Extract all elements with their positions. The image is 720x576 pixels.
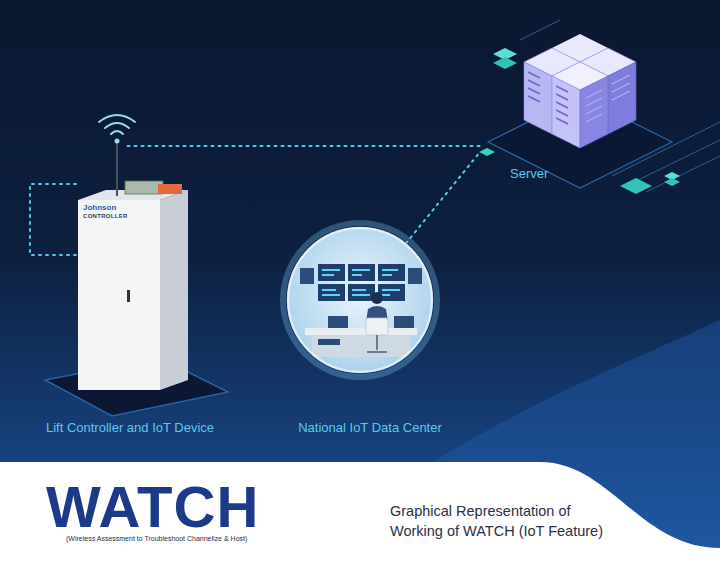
rack-face: [580, 76, 608, 148]
operator-head: [371, 292, 383, 304]
dotted-connector: [128, 145, 481, 147]
teal-tile: [493, 57, 517, 69]
rack-slots: [586, 75, 630, 122]
decor-lines: [520, 20, 720, 192]
antenna: [116, 142, 118, 196]
monitor: [318, 284, 345, 301]
circle-border: [288, 228, 432, 372]
iot-device: [125, 181, 163, 194]
teal-tile: [620, 178, 652, 194]
rack-face: [608, 62, 636, 134]
device-node: Lift Controller and IoT Device: [78, 146, 188, 388]
iot-device-part: [158, 184, 182, 194]
dotted-connector: [406, 152, 480, 243]
datacenter-disc: [287, 227, 433, 373]
dotted-wire: [30, 184, 76, 255]
antenna-tip: [115, 139, 120, 144]
desk-monitor: [328, 316, 348, 328]
monitor: [408, 268, 422, 284]
circle-glow: [283, 223, 437, 377]
chair-base: [367, 335, 387, 352]
node-label: Lift Controller and IoT Device: [20, 420, 240, 436]
node-label: National IoT Data Center: [270, 420, 470, 436]
monitor: [348, 284, 375, 301]
cabinet-side: [160, 190, 188, 390]
desk-top: [305, 328, 417, 335]
chair-back: [366, 318, 388, 335]
brand-text: Johnson: [83, 203, 116, 212]
desk-front: [312, 335, 410, 357]
teal-tile: [479, 148, 495, 156]
logo-text: WATCH: [46, 478, 259, 536]
monitor: [348, 264, 375, 281]
monitor: [318, 264, 345, 281]
monitor: [300, 268, 314, 284]
screen-content: [322, 270, 400, 295]
cabinet-front: [78, 200, 160, 390]
circle-outline: [287, 227, 433, 373]
caption-text: Graphical Representation of Working of W…: [390, 501, 622, 541]
desk-panel: [318, 339, 340, 345]
tagline-text: (Wireless Assessment to Troubleshoot Cha…: [66, 535, 247, 543]
datacenter-node: National IoT Data Center: [287, 227, 433, 373]
desk-monitor: [394, 316, 414, 328]
wifi-symbol: [99, 115, 135, 134]
footer-band: [0, 462, 720, 576]
rack-slots: [528, 72, 568, 124]
cabinet-handle: [127, 290, 130, 302]
teal-tile: [664, 178, 680, 186]
monitor: [378, 264, 405, 281]
server-node: Server: [480, 30, 655, 155]
brand-subtext: CONTROLLER: [83, 213, 128, 220]
node-label: Server: [510, 166, 590, 182]
